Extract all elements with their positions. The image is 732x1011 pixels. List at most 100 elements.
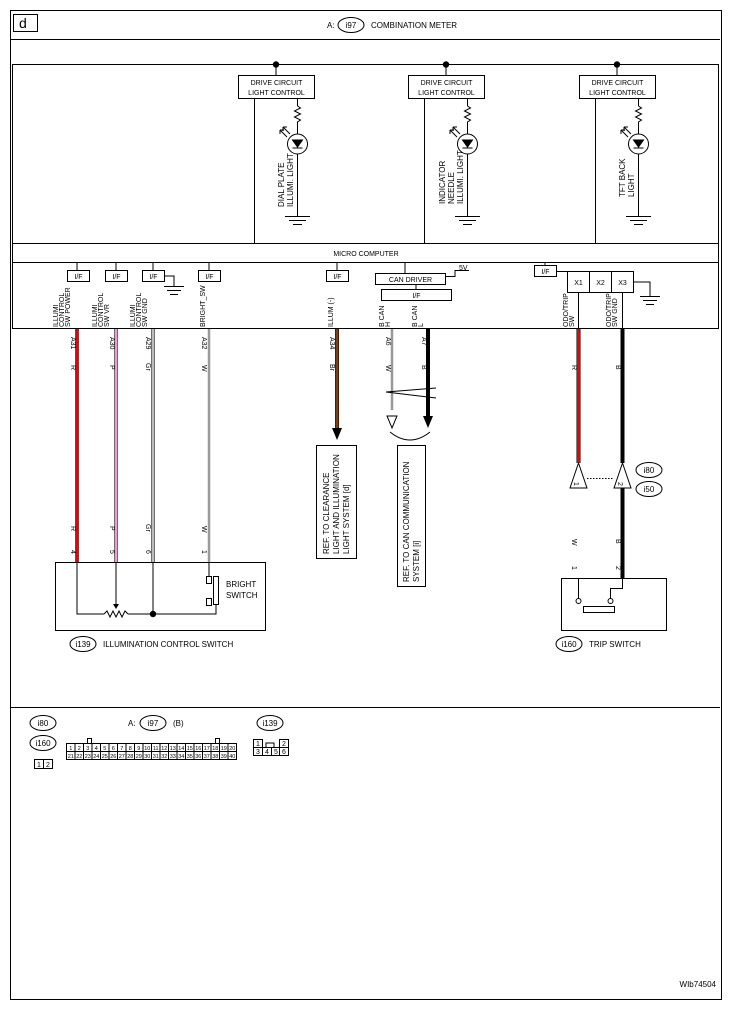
pin-number: 25 — [102, 754, 108, 760]
legend-i80: i80 — [38, 719, 49, 728]
light-label: INDICATOR NEEDLE ILLUMI. LIGHT — [438, 150, 465, 204]
connector-i139-oval — [69, 636, 97, 652]
ground-icon — [626, 216, 651, 225]
header-connector: i97 — [346, 21, 357, 30]
light-emission-icon — [620, 126, 632, 138]
interface-blocks: I/F I/F I/F I/F I/F CAN DRIVER 5V I/F I/… — [67, 263, 660, 329]
arrow-down-icon — [423, 416, 433, 428]
color-code: Gr — [144, 524, 151, 532]
trip-lower-code: W — [570, 539, 577, 546]
switch-pin: 1 — [200, 550, 207, 554]
arrow-down-icon — [386, 415, 398, 430]
header-connector-oval — [337, 17, 365, 33]
connector-i139-face: 1 2 3 4 5 6 — [253, 739, 289, 756]
pin-number: A30 — [108, 337, 115, 350]
led-icon — [461, 139, 474, 149]
ref-clearance-box — [316, 445, 357, 559]
pin-number: 28 — [127, 754, 133, 760]
pin-number: 34 — [178, 754, 184, 760]
micro-computer-label: MICRO COMPUTER — [333, 251, 398, 258]
signal-label: ILLUMICONTROLSW GND — [130, 293, 149, 327]
drive-circuit-line1: DRIVE CIRCUIT — [251, 80, 303, 87]
led-icon — [291, 139, 304, 149]
pin-number: 20 — [229, 746, 235, 752]
pin-number: A32 — [200, 337, 207, 350]
five-volt-feed — [445, 270, 469, 277]
switch-plunger — [578, 578, 623, 599]
switch-bar — [583, 606, 615, 613]
color-code: R — [570, 365, 577, 370]
connector-i50-oval — [635, 481, 663, 497]
connector-terminal-icon — [569, 461, 588, 489]
legend-i139: i139 — [262, 719, 278, 728]
illum-switch-name: ILLUMINATION CONTROL SWITCH — [103, 640, 233, 649]
drive-circuit-line2: LIGHT CONTROL — [589, 90, 646, 97]
junction-pin: 2 — [616, 482, 623, 486]
switch-pin: 6 — [144, 550, 151, 554]
pin-number: 12 — [161, 746, 167, 752]
ground-icon — [164, 275, 184, 295]
if-label: I/F — [74, 274, 82, 281]
ground-icon — [633, 281, 660, 305]
legend-prefix: A: — [128, 719, 136, 728]
resistor-icon — [634, 105, 643, 126]
connector-i50: i50 — [644, 485, 655, 494]
if-label: I/F — [112, 274, 120, 281]
drive-circuit-line2: LIGHT CONTROL — [418, 90, 475, 97]
pin-cell — [227, 751, 237, 760]
pin-number: 36 — [195, 754, 201, 760]
five-volt-label: 5V — [459, 265, 468, 272]
locking-tab — [265, 742, 275, 747]
drive-circuit-box — [238, 75, 315, 99]
if-box — [326, 270, 349, 282]
page-label: d — [19, 15, 27, 31]
signal-label: ILLUMICONTROLSW POWER — [53, 287, 72, 327]
connector-i160-oval — [29, 735, 57, 751]
pin-number: 19 — [221, 746, 227, 752]
small-pin: 1 — [37, 762, 41, 769]
signal-label: ODO/TRIPSW GND — [606, 293, 619, 327]
drive-circuit-2: DRIVE CIRCUIT LIGHT CONTROL INDICATOR NE… — [408, 61, 485, 243]
resistor-icon — [293, 105, 302, 126]
pin-number: 26 — [110, 754, 116, 760]
trip-switch-name: TRIP SWITCH — [589, 640, 641, 649]
trip-switch-box — [561, 578, 667, 631]
light-emission-icon — [279, 126, 291, 138]
signal-label: ODO/TRIPSW — [563, 293, 576, 327]
color-code: P — [108, 365, 115, 370]
light-label: DIAL PLATE ILLUMI. LIGHT — [277, 153, 295, 207]
if-label: I/F — [149, 274, 157, 281]
pin-labels: A31 A30 A29 A32 A34 A6 A7 R P Gr W Br W … — [69, 337, 621, 554]
connector-i160: i160 — [561, 640, 577, 649]
trip-junction: 1 2 i80 i50 — [569, 461, 663, 497]
pin-number: A31 — [69, 337, 76, 350]
color-code: W — [200, 365, 207, 372]
wiper-arrow-head — [113, 604, 119, 609]
light-emission-icon — [449, 126, 461, 138]
ground-icon — [455, 216, 480, 225]
pin-number: 2 — [78, 746, 81, 752]
drive-circuit-box — [579, 75, 656, 99]
pin-number: 24 — [93, 754, 99, 760]
bright-switch-contact — [206, 576, 212, 584]
color-code: R — [69, 526, 76, 531]
arrow-down-icon — [332, 428, 342, 440]
pin-number: 11 — [153, 746, 159, 752]
if-label: I/F — [205, 274, 213, 281]
signal-label: ILLUM (-) — [328, 297, 335, 327]
if-box — [198, 270, 221, 282]
light-label: TFT BACK LIGHT — [618, 156, 636, 197]
wire-fills — [75, 329, 624, 562]
drive-circuit-box — [408, 75, 485, 99]
ref-can-box — [397, 445, 426, 587]
trip-switch: i160 TRIP SWITCH — [555, 578, 667, 652]
pin-number: 7 — [120, 746, 123, 752]
pin-number: 40 — [229, 754, 235, 760]
if-box — [381, 289, 452, 301]
pin-number: 4 — [95, 746, 98, 752]
if-label: I/F — [333, 274, 341, 281]
if-label: I/F — [412, 293, 420, 300]
legend-i97: i97 — [148, 719, 159, 728]
locking-tab — [87, 738, 92, 744]
